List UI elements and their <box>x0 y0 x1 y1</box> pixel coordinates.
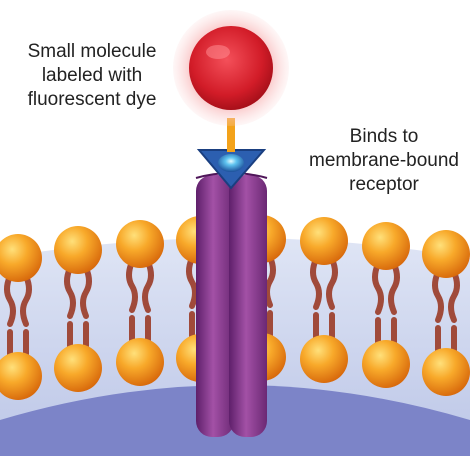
lipid-head <box>116 220 164 268</box>
lipid-head <box>362 340 410 388</box>
lipid-tail <box>326 256 338 310</box>
lipid-tail <box>448 269 460 323</box>
lipid-tail <box>126 259 138 313</box>
receptor-label: Binds to membrane-bound receptor <box>300 125 468 197</box>
lipid-tail <box>372 261 384 315</box>
lipid-tail <box>64 265 76 319</box>
lipid-head <box>54 226 102 274</box>
lipid-tail <box>186 255 198 309</box>
lipid-head <box>54 344 102 392</box>
lipid-tail <box>80 265 92 319</box>
lipid-tail <box>310 256 322 310</box>
lipid-head <box>422 230 470 278</box>
lipid-head <box>300 335 348 383</box>
lipid-tail <box>4 273 16 327</box>
molecule-label-line-1: Small molecule <box>27 41 157 62</box>
receptor-label-line-3: receptor <box>349 174 419 195</box>
lipid-tail <box>388 261 400 315</box>
lipid-head <box>0 352 42 400</box>
receptor-label-line-2: membrane-bound <box>309 150 459 171</box>
lipid-head <box>362 222 410 270</box>
fluorescent-dye-icon <box>173 10 289 126</box>
molecule-label: Small molecule labeled with fluorescent … <box>2 40 182 112</box>
linker <box>227 118 235 152</box>
receptor <box>195 172 268 437</box>
lipid-tail <box>264 254 276 308</box>
lipid-head <box>422 348 470 396</box>
binding-site-icon <box>196 149 267 190</box>
lipid-head <box>116 338 164 386</box>
lipid-tail <box>432 269 444 323</box>
molecule-label-line-2: labeled with <box>41 65 143 86</box>
lipid-head <box>0 234 42 282</box>
lipid-tail <box>142 259 154 313</box>
lipid-tail <box>20 273 32 327</box>
molecule-label-line-3: fluorescent dye <box>27 89 157 110</box>
receptor-label-line-1: Binds to <box>349 126 419 147</box>
lipid-head <box>300 217 348 265</box>
